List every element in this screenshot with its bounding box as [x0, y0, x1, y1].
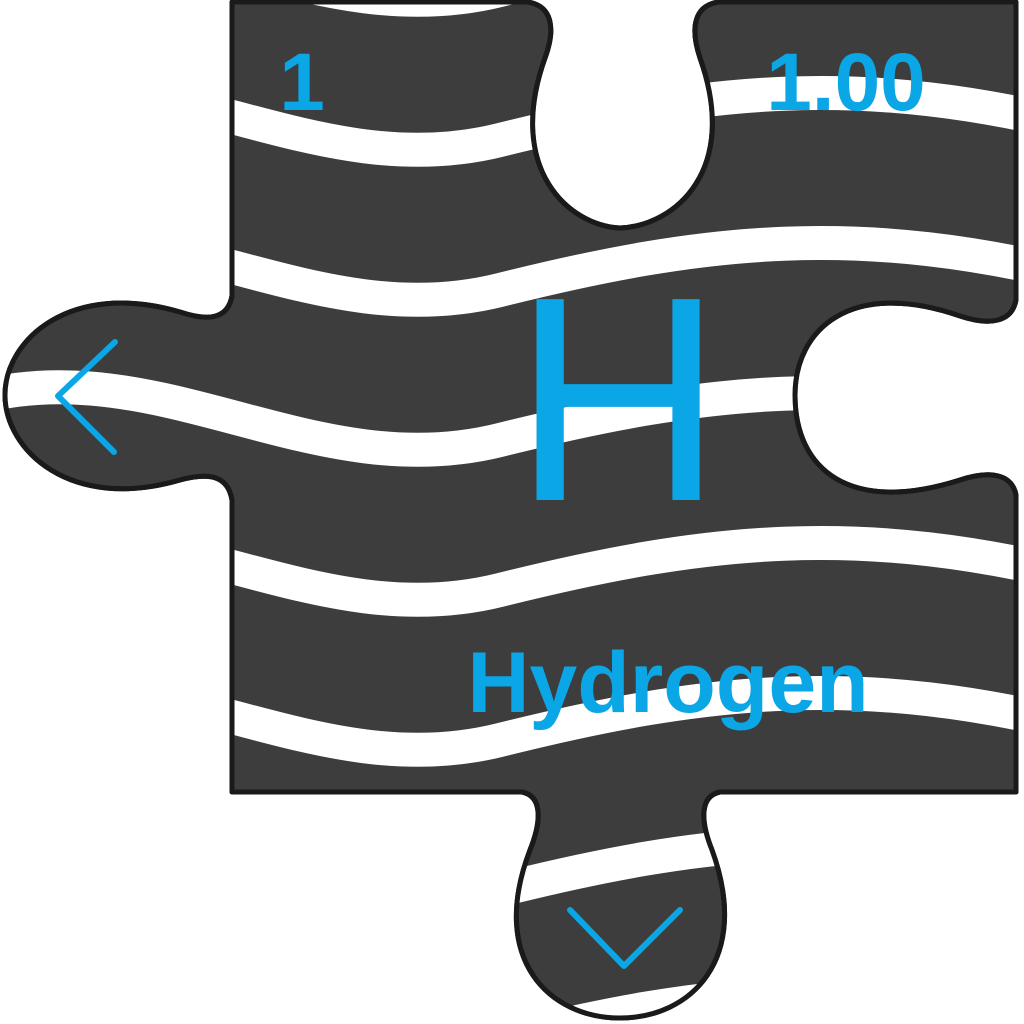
chevron-left-icon[interactable]	[55, 339, 118, 455]
element-symbol: H	[513, 236, 724, 562]
element-name: Hydrogen	[467, 635, 868, 731]
atomic-number: 1	[279, 37, 325, 128]
wave-stripe	[5, 970, 1016, 1018]
atomic-mass: 1.00	[766, 37, 926, 128]
checkmark-icon[interactable]	[567, 907, 683, 969]
wave-stripe	[5, 820, 1016, 917]
